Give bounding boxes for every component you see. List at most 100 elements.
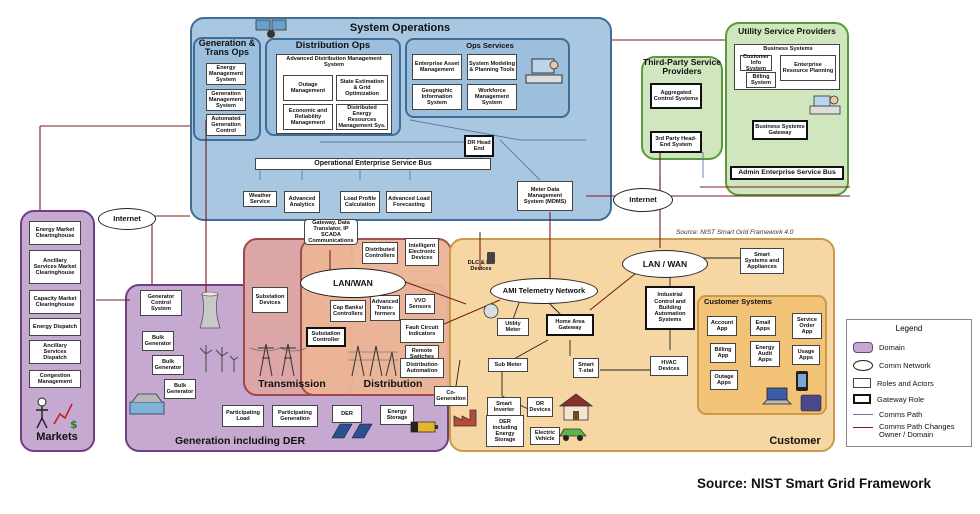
box-energy-audit-apps[interactable]: Energy Audit Apps [750, 341, 780, 367]
box-advanced-analytics[interactable]: Advanced Analytics [284, 191, 320, 213]
box-ancillary-dispatch[interactable]: Ancillary Services Dispatch [29, 340, 81, 364]
box-der-energy-storage[interactable]: DER including Energy Storage [486, 415, 524, 447]
box-participating-load[interactable]: Participating Load [222, 405, 264, 427]
box-distributed-controllers[interactable]: Distributed Controllers [362, 242, 398, 264]
domain-title-utility-service-providers: Utility Service Providers [738, 26, 836, 36]
box-substation-devices[interactable]: Substation Devices [252, 287, 288, 313]
legend-roles-swatch [853, 378, 871, 388]
cooling-tower-icon [199, 291, 221, 329]
box-home-area-gateway[interactable]: Home Area Gateway [546, 314, 594, 336]
wind-turbines-icon [199, 345, 239, 372]
box-advanced-load-forecasting[interactable]: Advanced Load Forecasting [386, 191, 432, 213]
box-automated-generation-control[interactable]: Automated Generation Control [206, 114, 246, 136]
tablet-icon [800, 394, 822, 412]
battery-icon [410, 421, 438, 433]
box-dlc-dr-devices[interactable]: DLC & DR Devices [467, 259, 495, 272]
box-service-order-app[interactable]: Service Order App [792, 313, 822, 339]
operator-workstation-icon [525, 58, 563, 84]
box-system-modeling[interactable]: System Modeling & Planning Tools [467, 54, 517, 80]
box-outage-management[interactable]: Outage Management [283, 75, 333, 101]
box-bulk-generator-1[interactable]: Bulk Generator [142, 331, 174, 351]
cloud-lan-wan-customer[interactable]: LAN / WAN [622, 250, 708, 278]
domain-title-customer-systems: Customer Systems [704, 297, 772, 306]
box-billing-app[interactable]: Billing App [710, 343, 736, 363]
box-hvac-devices[interactable]: HVAC Devices [650, 356, 688, 376]
business-user-icon [809, 95, 841, 115]
box-vvo-sensors[interactable]: VVO Sensors [405, 294, 435, 314]
box-admin-esb[interactable]: Admin Enterprise Service Bus [730, 166, 844, 180]
box-distribution-automation[interactable]: Distribution Automation [400, 358, 444, 378]
laptop-icon [762, 387, 792, 405]
box-business-systems-gateway[interactable]: Business Systems Gateway [752, 120, 808, 140]
legend-comms-path-changes-label: Comms Path Changes Owner / Domain [879, 422, 955, 440]
box-icbas[interactable]: Industrial Control and Building Automati… [645, 286, 695, 330]
box-load-profile[interactable]: Load Profile Calculation [340, 191, 380, 213]
box-customer-info-system[interactable]: Customer Info System [740, 54, 772, 72]
box-smart-tstat[interactable]: Smart T-stat [573, 358, 599, 378]
box-co-generation[interactable]: Co-Generation [434, 386, 468, 406]
box-participating-generation[interactable]: Participating Generation [272, 405, 318, 427]
box-enterprise-asset-management[interactable]: Enterprise Asset Management [412, 54, 462, 80]
legend-domain: Domain [853, 342, 905, 353]
cloud-ami-telemetry[interactable]: AMI Telemetry Network [490, 278, 598, 304]
control-room-icon [255, 19, 287, 38]
box-energy-dispatch[interactable]: Energy Dispatch [29, 318, 81, 336]
box-bulk-generator-2[interactable]: Bulk Generator [152, 355, 184, 375]
box-smart-systems-appliances[interactable]: Smart Systems and Appliances [740, 248, 784, 274]
meter-icon [483, 303, 499, 319]
hydro-dam-icon [129, 393, 165, 415]
box-fault-circuit-indicators[interactable]: Fault Circuit Indicators [400, 319, 444, 343]
box-congestion-management[interactable]: Congestion Management [29, 370, 81, 388]
transmission-towers-icon [250, 343, 306, 377]
box-billing-system[interactable]: Billing System [746, 72, 776, 88]
label-business-systems: Business Systems [763, 46, 813, 52]
box-der-management[interactable]: Distributed Energy Resources Management … [336, 104, 388, 130]
box-bulk-generator-3[interactable]: Bulk Generator [164, 379, 196, 399]
box-gis[interactable]: Geographic Information System [412, 84, 462, 110]
box-generation-management-system[interactable]: Generation Management System [206, 89, 246, 111]
box-aggregated-control[interactable]: Aggregated Control Systems [650, 83, 702, 109]
box-account-app[interactable]: Account App [707, 316, 737, 336]
house-icon [558, 393, 594, 421]
source-caption: Source: NIST Smart Grid Framework [697, 476, 932, 491]
box-dr-head-end[interactable]: DR Head End [464, 135, 494, 157]
box-gateway-scada[interactable]: Gateway, Data Translator, IP SCADA Commu… [304, 219, 358, 245]
source-caption-small: Source: NIST Smart Grid Framework 4.0 [676, 229, 794, 236]
box-weather-service[interactable]: Weather Service [243, 191, 277, 207]
box-state-estimation[interactable]: State Estimation & Grid Optimization [336, 75, 388, 101]
box-economic-reliability[interactable]: Economic and Reliability Management [283, 104, 333, 130]
legend-gateway-label: Gateway Role [877, 394, 925, 404]
box-sub-meter[interactable]: Sub Meter [488, 358, 528, 372]
box-smart-inverter[interactable]: Smart Inverter [487, 397, 521, 417]
box-electric-vehicle[interactable]: Electric Vehicle [530, 427, 560, 445]
box-energy-market-clearinghouse[interactable]: Energy Market Clearinghouse [29, 221, 81, 245]
box-utility-meter[interactable]: Utility Meter [497, 318, 529, 336]
box-email-apps[interactable]: Email Apps [750, 316, 776, 336]
box-erp[interactable]: Enterprise Resource Planning [780, 55, 836, 81]
box-der[interactable]: DER [332, 405, 362, 423]
box-usage-apps[interactable]: Usage Apps [792, 345, 820, 365]
box-advanced-transformers[interactable]: Advanced Trans-formers [370, 295, 400, 321]
box-energy-management-system[interactable]: Energy Management System [206, 63, 246, 85]
cloud-lan-wan-distribution[interactable]: LAN/WAN [300, 268, 406, 298]
box-dr-devices[interactable]: DR Devices [527, 397, 553, 417]
box-ied[interactable]: Intelligent Electronic Devices [405, 238, 439, 266]
box-3rd-party-head-end[interactable]: 3rd Party Head-End System [650, 131, 702, 153]
box-capacity-clearinghouse[interactable]: Capacity Market Clearinghouse [29, 290, 81, 314]
cloud-internet-left[interactable]: Internet [98, 208, 156, 230]
solar-panels-icon [331, 423, 373, 439]
box-mdms[interactable]: Meter Data Management System (MDMS) [517, 181, 573, 211]
domain-title-distribution: Distribution [363, 378, 423, 390]
domain-title-transmission: Transmission [258, 378, 326, 390]
cloud-internet-right[interactable]: Internet [613, 188, 673, 212]
legend-gateway: Gateway Role [853, 394, 924, 404]
box-outage-apps[interactable]: Outage Apps [710, 370, 738, 390]
box-energy-storage[interactable]: Energy Storage [380, 405, 414, 425]
box-generator-control-system[interactable]: Generator Control System [140, 290, 182, 316]
box-cap-banks[interactable]: Cap Banks/ Controllers [330, 300, 366, 322]
box-ancillary-clearinghouse[interactable]: Ancillary Services Market Clearinghouse [29, 250, 81, 284]
box-substation-controller[interactable]: Substation Controller [306, 327, 346, 347]
box-workforce-management[interactable]: Workforce Management System [467, 84, 517, 110]
box-operational-esb[interactable]: Operational Enterprise Service Bus [255, 158, 491, 170]
